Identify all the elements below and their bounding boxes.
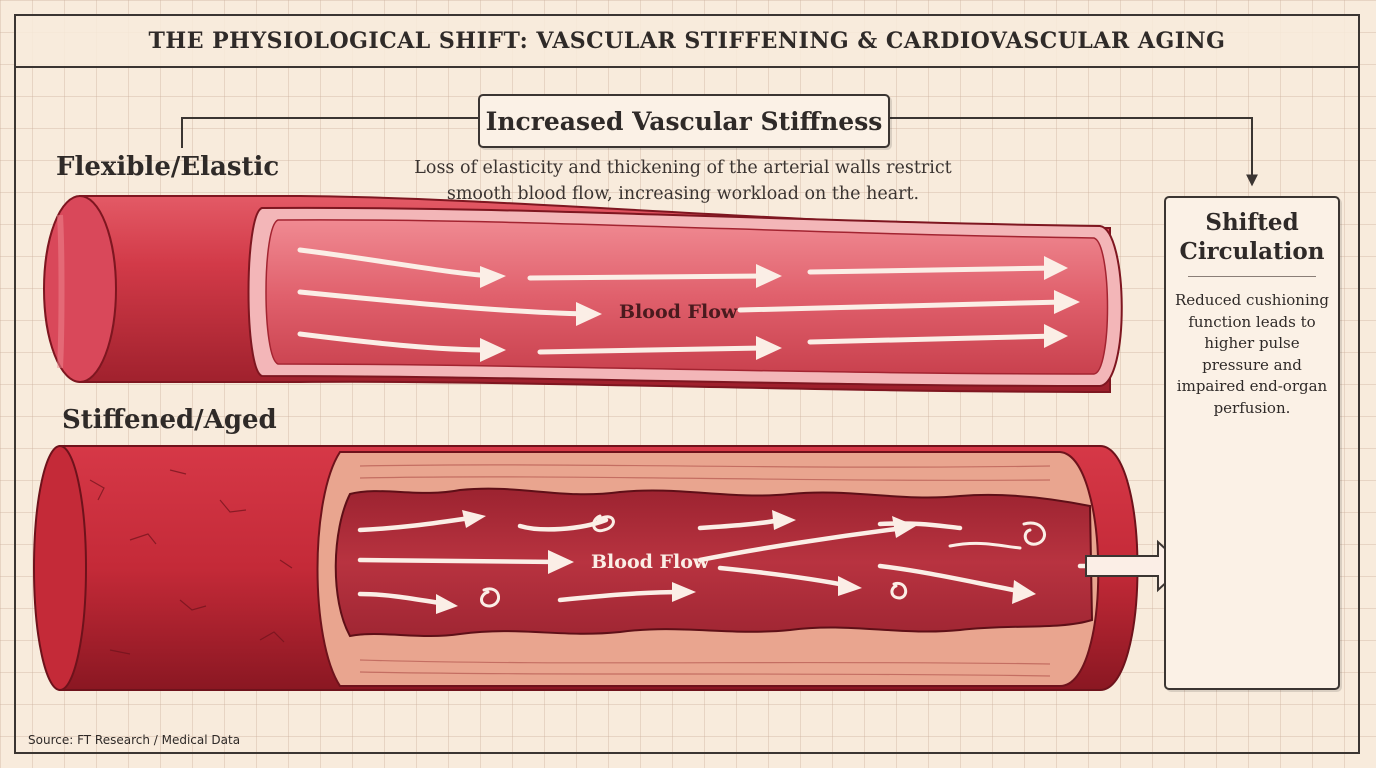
page-title: THE PHYSIOLOGICAL SHIFT: VASCULAR STIFFE… xyxy=(148,28,1226,54)
flexible-vessel-label: Flexible/Elastic xyxy=(56,152,280,182)
diagram-frame xyxy=(14,14,1360,754)
side-panel-divider xyxy=(1188,276,1316,277)
stiffened-flow-label: Blood Flow xyxy=(591,551,710,573)
title-band: THE PHYSIOLOGICAL SHIFT: VASCULAR STIFFE… xyxy=(16,16,1358,68)
stiffened-vessel-label: Stiffened/Aged xyxy=(62,405,277,435)
flexible-vessel xyxy=(43,195,1123,394)
stiffened-vessel xyxy=(33,445,1186,691)
callout-box: Increased Vascular Stiffness xyxy=(478,94,890,148)
flexible-flow-label: Blood Flow xyxy=(619,301,738,323)
side-panel-title: Shifted Circulation xyxy=(1179,209,1325,265)
source-note: Source: FT Research / Medical Data xyxy=(28,733,241,747)
side-panel-text: Reduced cushioning function leads to hig… xyxy=(1174,291,1330,417)
callout-connector xyxy=(181,117,1258,187)
side-panel: Shifted Circulation Reduced cushioning f… xyxy=(1164,196,1340,690)
callout-description: Loss of elasticity and thickening of the… xyxy=(414,158,952,204)
callout-title: Increased Vascular Stiffness xyxy=(485,106,883,136)
